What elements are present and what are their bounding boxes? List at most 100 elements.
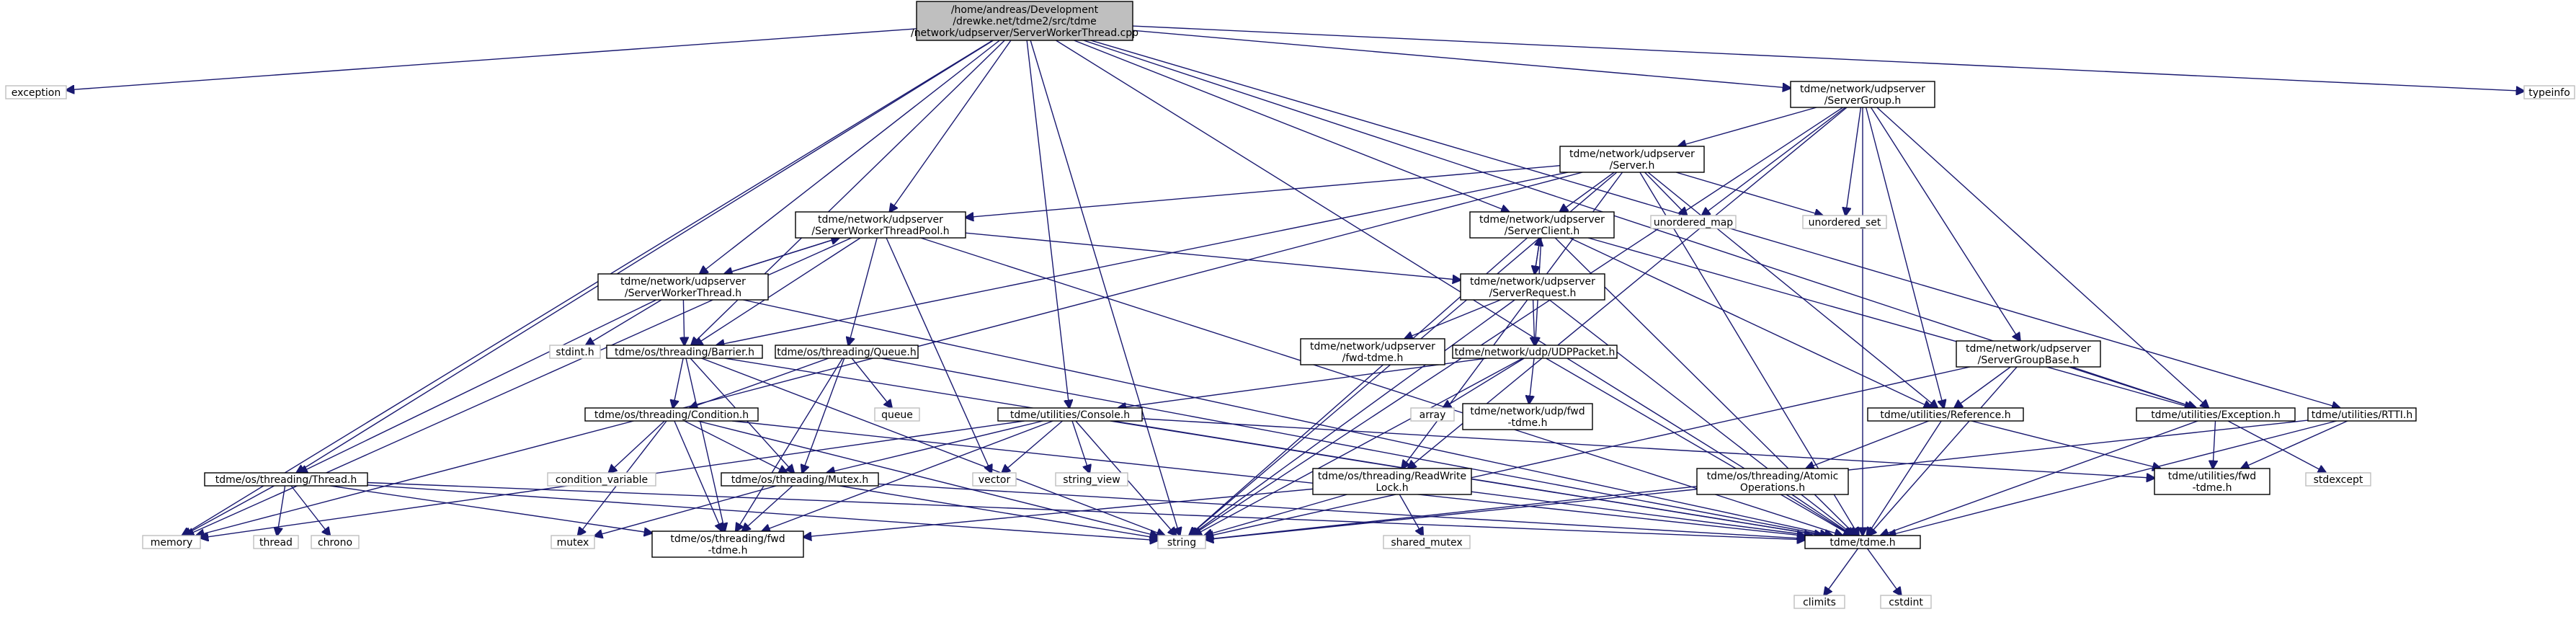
edge-root-to-console — [1026, 40, 1069, 408]
node-typeinfo: typeinfo — [2523, 85, 2575, 99]
node-barrier[interactable]: tdme/os/threading/Barrier.h — [606, 345, 763, 359]
node-box — [1452, 345, 1618, 359]
node-label: array — [1420, 409, 1446, 421]
edge-atomic-to-tdmeh — [1791, 494, 1853, 536]
edge-queue-to-condition — [690, 358, 829, 408]
node-condition[interactable]: tdme/os/threading/Condition.h — [584, 407, 759, 422]
node-utilfwd[interactable]: tdme/utilities/fwd-tdme.h — [2154, 468, 2270, 495]
edge-thread_h-to-memory — [183, 485, 275, 536]
edge-serverrequest-to-serverclient — [1534, 238, 1541, 275]
node-box — [2305, 472, 2371, 487]
node-box — [795, 211, 966, 239]
node-mutex: mutex — [551, 535, 595, 549]
node-udpfwd[interactable]: tdme/network/udpserver/fwd-tdme.h — [1300, 338, 1445, 365]
edge-root-to-swt — [700, 40, 1000, 274]
node-stdint: stdint.h — [549, 345, 601, 359]
edge-reference-to-utilfwd — [1971, 420, 2161, 469]
edge-root-to-memory — [182, 40, 994, 536]
node-label: /fwd-tdme.h — [1342, 352, 1404, 364]
node-array: array — [1410, 407, 1455, 422]
edge-thread_h-to-tdmeh — [367, 481, 1805, 539]
node-box — [1802, 215, 1887, 229]
edge-queue-to-tdmeh — [881, 358, 1828, 536]
edge-server-to-serverclient — [1560, 172, 1615, 212]
node-box — [997, 407, 1143, 422]
edge-servergroup-to-reference — [1865, 107, 1944, 408]
node-label: mutex — [557, 537, 589, 549]
edge-root-to-serverclient — [1074, 40, 1510, 212]
edge-servergroup-to-unordered_set — [1845, 107, 1862, 216]
node-root[interactable]: /home/andreas/Development/drewke.net/tdm… — [911, 1, 1138, 41]
node-label: stdint.h — [556, 347, 594, 358]
edge-udppacket-to-tdmeh — [1546, 358, 1852, 536]
node-box — [1312, 468, 1472, 495]
node-box — [1157, 535, 1206, 549]
edge-reference-to-tdmeh — [1867, 420, 1942, 536]
node-label: unordered_map — [1654, 217, 1733, 228]
edge-swt-to-stdint — [586, 299, 662, 345]
node-cstdint: cstdint — [1880, 595, 1932, 609]
node-exceptionh[interactable]: tdme/utilities/Exception.h — [2136, 407, 2296, 422]
node-box — [1469, 211, 1615, 239]
node-label: tdme/utilities/Exception.h — [2151, 409, 2281, 421]
node-climits: climits — [1793, 595, 1845, 609]
node-threadfwd[interactable]: tdme/os/threading/fwd-tdme.h — [651, 531, 804, 558]
node-box — [1867, 407, 2024, 422]
node-rtti[interactable]: tdme/utilities/RTTI.h — [2307, 407, 2417, 422]
node-swtpool[interactable]: tdme/network/udpserver/ServerWorkerThrea… — [795, 211, 966, 239]
node-server[interactable]: tdme/network/udpserver/Server.h — [1559, 146, 1705, 173]
node-box — [2307, 407, 2417, 422]
node-serverclient[interactable]: tdme/network/udpserver/ServerClient.h — [1469, 211, 1615, 239]
node-servergroupbase[interactable]: tdme/network/udpserver/ServerGroupBase.h — [1956, 340, 2101, 368]
node-reference[interactable]: tdme/utilities/Reference.h — [1867, 407, 2024, 422]
node-string: string — [1157, 535, 1206, 549]
edge-udppacket-to-string — [1194, 358, 1523, 536]
node-thread-h[interactable]: tdme/os/threading/Thread.h — [204, 472, 368, 487]
node-label: tdme/network/udpserver — [1800, 84, 1925, 95]
node-box — [651, 531, 804, 558]
node-shared-mutex: shared_mutex — [1383, 535, 1471, 549]
node-label: /drewke.net/tdme2/src/tdme — [953, 16, 1097, 27]
edge-condition-to-condition_variable — [609, 420, 665, 473]
edge-reference-to-atomic — [1806, 420, 1930, 469]
node-box — [5, 85, 67, 99]
node-label: tdme/network/udpserver — [1310, 341, 1435, 352]
node-label: string — [1167, 537, 1196, 549]
node-swt[interactable]: tdme/network/udpserver/ServerWorkerThrea… — [597, 273, 769, 301]
node-mutex-h[interactable]: tdme/os/threading/Mutex.h — [721, 472, 879, 487]
node-label: tdme/os/threading/Barrier.h — [615, 347, 754, 358]
node-box — [253, 535, 299, 549]
edge-thread_h-to-chrono — [290, 485, 330, 536]
node-box — [1559, 146, 1705, 173]
node-tdmeh[interactable]: tdme/tdme.h — [1804, 535, 1921, 549]
node-servergroup[interactable]: tdme/network/udpserver/ServerGroup.h — [1790, 81, 1935, 108]
node-label: /ServerGroup.h — [1824, 95, 1902, 107]
node-serverrequest[interactable]: tdme/network/udpserver/ServerRequest.h — [1460, 273, 1605, 301]
node-console[interactable]: tdme/utilities/Console.h — [997, 407, 1143, 422]
node-udpfwd2[interactable]: tdme/network/udp/fwd-tdme.h — [1462, 403, 1593, 430]
edge-servergroup-to-exceptionh — [1876, 107, 2209, 408]
edge-rwlock-to-tdmeh — [1471, 491, 1812, 536]
edge-servergroup-to-string — [1192, 107, 1843, 536]
edge-condition-to-tdmeh — [731, 420, 1805, 536]
node-box — [1462, 403, 1593, 430]
edge-root-to-tdmeh — [1056, 40, 1852, 536]
edge-console-to-mutex_h — [827, 420, 1043, 473]
node-queue[interactable]: tdme/os/threading/Queue.h — [775, 345, 919, 359]
node-unordered-map: unordered_map — [1650, 215, 1737, 229]
node-box — [1300, 338, 1445, 365]
node-label: tdme/os/threading/fwd — [670, 533, 785, 545]
edge-root-to-string — [1030, 40, 1180, 536]
node-condition-variable: condition_variable — [547, 472, 656, 487]
node-exception: exception — [5, 85, 67, 99]
node-label: tdme/tdme.h — [1830, 537, 1895, 549]
node-box — [916, 1, 1133, 41]
node-label: tdme/network/udpserver — [1470, 276, 1595, 288]
node-udppacket[interactable]: tdme/network/udp/UDPPacket.h — [1452, 345, 1618, 359]
edge-servergroup-to-unordered_map — [1702, 107, 1846, 216]
edge-server-to-barrier — [716, 172, 1569, 345]
node-box — [547, 472, 656, 487]
edge-servergroup-to-servergroupbase — [1870, 107, 2020, 341]
